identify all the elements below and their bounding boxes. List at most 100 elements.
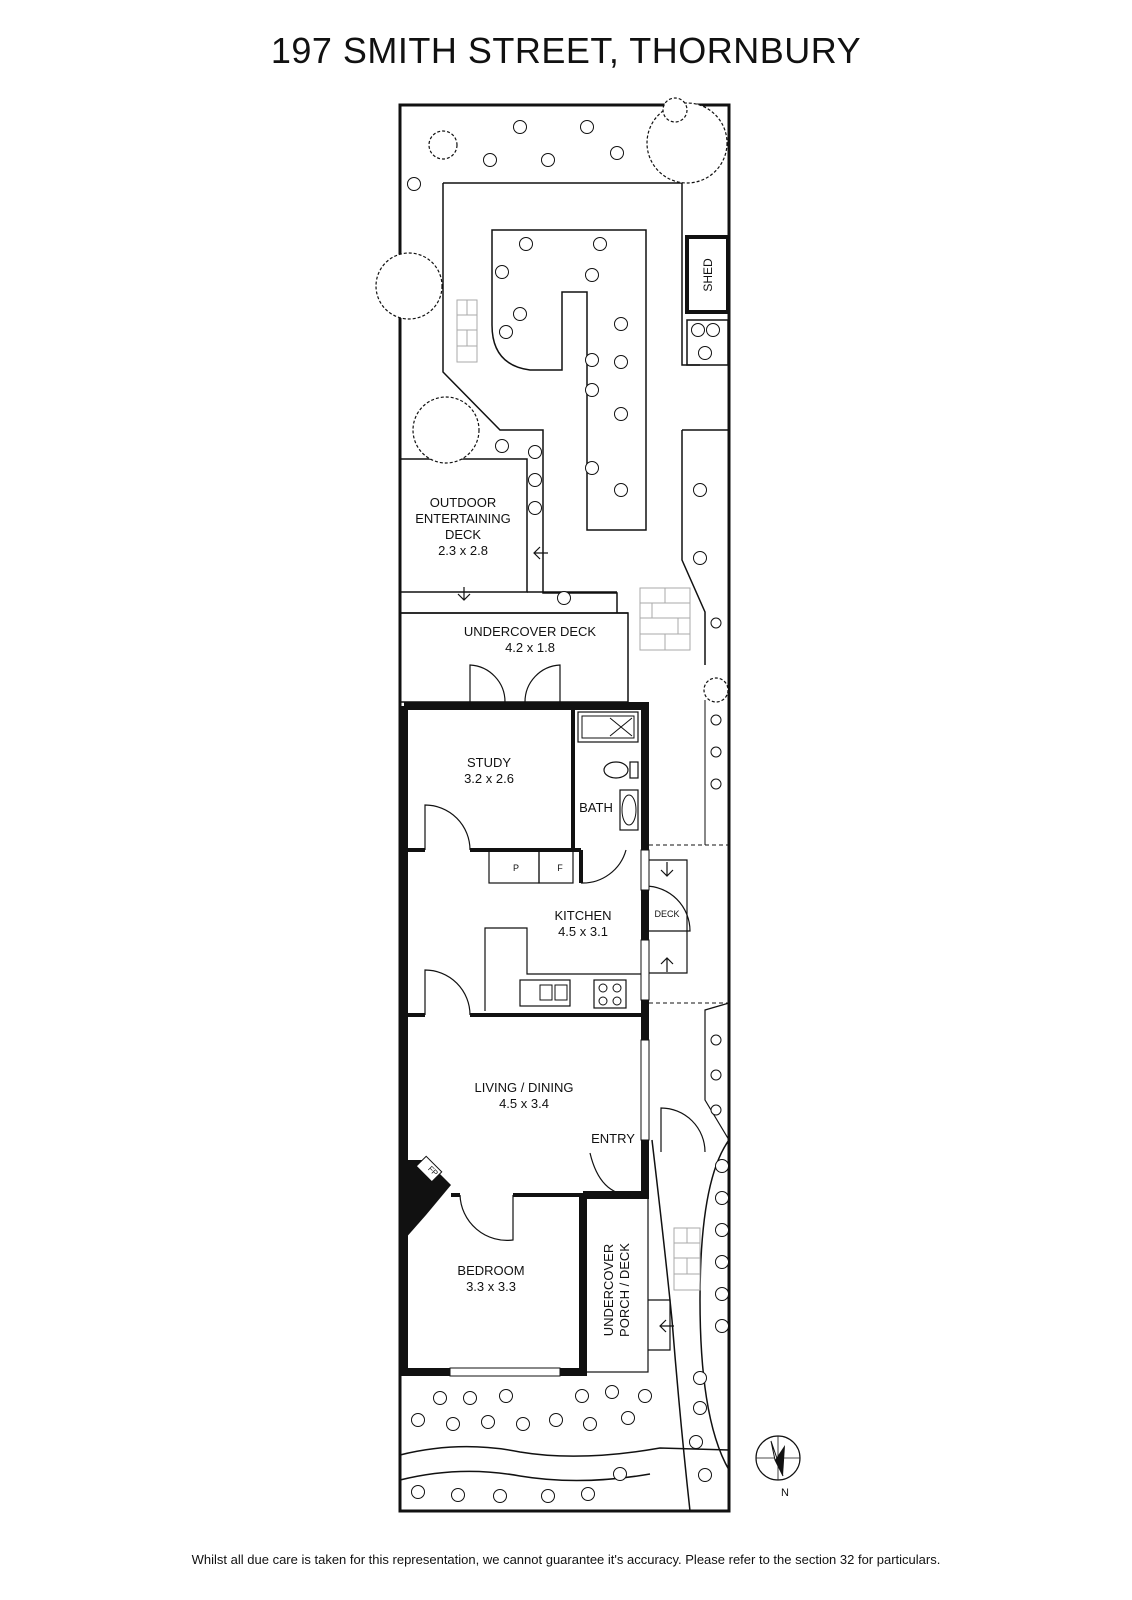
garden-path <box>443 182 700 366</box>
shrub-icon <box>513 120 527 134</box>
shrub-icon <box>715 1223 729 1237</box>
shrub-icon <box>481 1415 495 1429</box>
north-label: N <box>781 1487 789 1499</box>
shrub-icon <box>483 153 497 167</box>
shrub-icon <box>610 146 624 160</box>
shrub-icon <box>463 1391 477 1405</box>
shrub-icon <box>691 323 705 337</box>
bathtub-basin <box>581 715 635 739</box>
shrub-icon <box>693 1371 707 1385</box>
shrub-icon <box>557 591 571 605</box>
arrow <box>660 957 674 972</box>
shrub-icon <box>621 1411 635 1425</box>
fireplace-hearth <box>415 1155 443 1183</box>
shrub-icon <box>549 1413 563 1427</box>
burner <box>612 983 622 993</box>
study-label: STUDY <box>467 755 511 770</box>
shrub-icon <box>693 1401 707 1415</box>
cooktop <box>593 979 627 1009</box>
arrow <box>659 1319 674 1333</box>
window <box>640 1039 650 1141</box>
paving <box>456 299 701 1291</box>
shrub-icon <box>585 353 599 367</box>
shrub-icon <box>407 177 421 191</box>
outdoor-deck-label: DECK <box>445 527 481 542</box>
shrub-icon <box>528 501 542 515</box>
shrub-icon <box>614 407 628 421</box>
sink <box>519 979 571 1007</box>
shrub-icon <box>495 439 509 453</box>
shrub-icon <box>541 1489 555 1503</box>
porch-label: UNDERCOVER <box>601 1244 616 1336</box>
shrub-icon <box>710 778 722 790</box>
shrub-icon <box>689 1435 703 1449</box>
burner <box>598 996 608 1006</box>
burner <box>612 996 622 1006</box>
undercover-deck-size: 4.2 x 1.8 <box>505 640 555 655</box>
garden-path <box>651 1139 691 1512</box>
shrub-icon <box>605 1385 619 1399</box>
house-wall <box>400 702 649 1376</box>
entry-label: ENTRY <box>591 1131 635 1146</box>
arrow <box>457 587 471 601</box>
shrub-icon <box>433 1391 447 1405</box>
shrub-icon <box>593 237 607 251</box>
shrub-icon <box>710 1104 722 1116</box>
burner <box>598 983 608 993</box>
deck-label: DECK <box>654 909 679 919</box>
kitchen-size: 4.5 x 3.1 <box>558 924 608 939</box>
vanity <box>619 789 639 831</box>
toilet-cistern <box>629 761 639 779</box>
garden-path <box>681 429 729 665</box>
porch-step <box>648 1299 671 1351</box>
door-swing <box>459 1194 514 1241</box>
shrub-icon <box>585 383 599 397</box>
trees <box>375 97 729 703</box>
shrub-icon <box>519 237 533 251</box>
shrub-icon <box>411 1413 425 1427</box>
side-bed <box>704 1002 730 1141</box>
arrow <box>533 546 548 560</box>
shrub-icon <box>693 483 707 497</box>
shrub-icon <box>710 1034 722 1046</box>
bathtub <box>577 711 639 743</box>
garden-path <box>442 183 618 613</box>
shrub-icon <box>710 714 722 726</box>
garden-path <box>699 1139 730 1471</box>
north-compass: N <box>755 1435 801 1499</box>
outdoor-deck-size: 2.3 x 2.8 <box>438 543 488 558</box>
outdoor-deck-label: ENTERTAINING <box>415 511 511 526</box>
shrub-icon <box>710 746 722 758</box>
fridge-space <box>538 849 574 884</box>
bedroom-label: BEDROOM <box>457 1263 524 1278</box>
study-size: 3.2 x 2.6 <box>464 771 514 786</box>
shrub-icon <box>513 307 527 321</box>
shrub-icon <box>698 346 712 360</box>
shrub-icon <box>580 120 594 134</box>
shrub-icon <box>715 1287 729 1301</box>
window <box>640 849 650 891</box>
tree-icon <box>428 130 458 160</box>
living-size: 4.5 x 3.4 <box>499 1096 549 1111</box>
garden-path <box>399 1445 730 1457</box>
basin <box>621 794 637 826</box>
shrub-icon <box>715 1159 729 1173</box>
property-boundary <box>398 103 731 1513</box>
shrub-icon <box>715 1191 729 1205</box>
shrub-icon <box>614 483 628 497</box>
garden-bed <box>491 229 647 531</box>
fireplace <box>404 1160 451 1240</box>
bedroom-size: 3.3 x 3.3 <box>466 1279 516 1294</box>
garden-path <box>399 1470 651 1482</box>
toilet <box>603 761 629 779</box>
tree-icon <box>412 396 480 464</box>
tree-icon <box>375 252 443 320</box>
shrub-icon <box>516 1417 530 1431</box>
shed <box>685 235 730 314</box>
side-deck <box>649 859 688 974</box>
disclaimer: Whilst all due care is taken for this re… <box>191 1552 941 1567</box>
fridge-label: F <box>557 863 563 873</box>
shrub-icon <box>638 1389 652 1403</box>
shrub-icon <box>698 1468 712 1482</box>
